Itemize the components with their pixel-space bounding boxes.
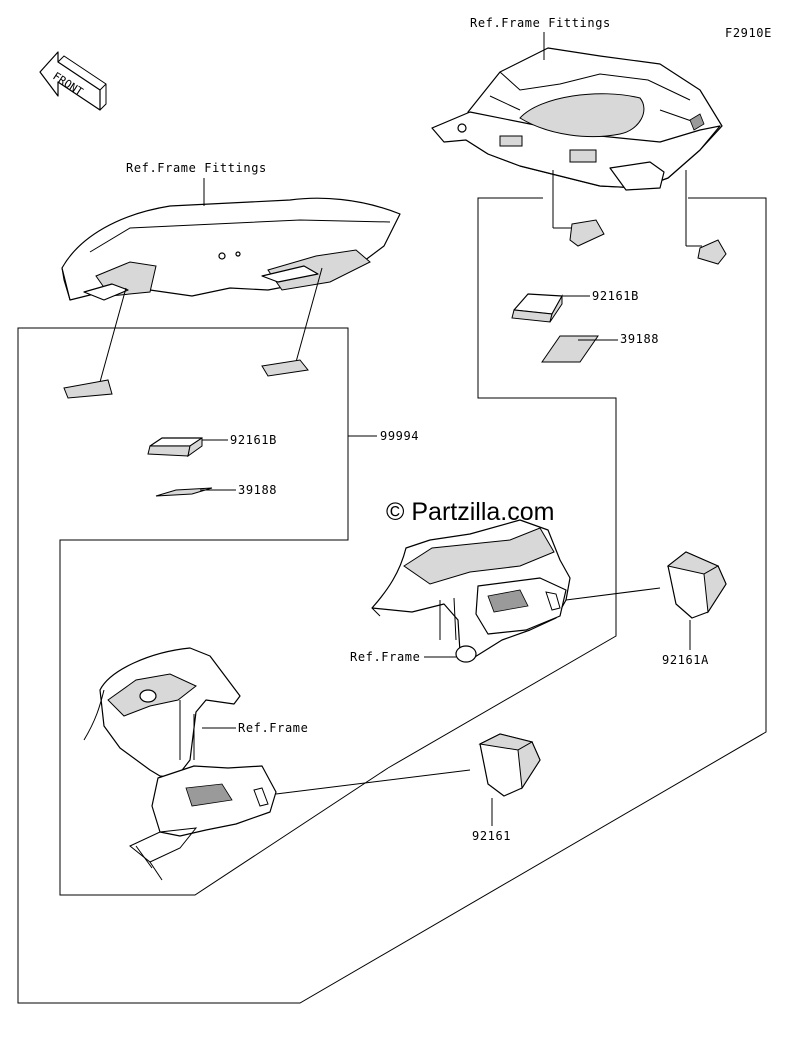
watermark-text: © Partzilla.com	[386, 498, 554, 526]
pad-top-1	[569, 219, 605, 247]
part-92161b-left	[147, 437, 203, 458]
callout-ref-frame-right: Ref.Frame	[350, 650, 420, 664]
callout-99994: 99994	[380, 429, 419, 443]
leader-92161-install	[275, 769, 471, 795]
leader-92161a-install	[565, 587, 661, 601]
rear-cover-fittings-left	[61, 197, 401, 301]
front-direction-arrow-icon: FRONT	[39, 51, 107, 111]
pad-top-2	[697, 239, 727, 265]
callout-39188-right: 39188	[620, 332, 659, 346]
diagram-code: F2910E	[725, 26, 772, 40]
callout-92161b-left: 92161B	[230, 433, 277, 447]
callout-ref-frame-fittings-top: Ref.Frame Fittings	[470, 16, 611, 30]
part-92161b-right	[511, 293, 563, 323]
leader-pad-left-2	[295, 267, 323, 363]
part-92161	[478, 733, 541, 797]
kit-group-bracket-outer	[17, 197, 767, 1004]
callout-ref-frame-lower: Ref.Frame	[238, 721, 308, 735]
rear-cover-fittings-top	[431, 47, 723, 191]
part-92161a	[666, 551, 727, 619]
part-39188-left	[155, 487, 213, 497]
part-39188-right	[541, 335, 599, 363]
callout-39188-left: 39188	[238, 483, 277, 497]
leader-pad-left-1	[99, 287, 127, 383]
callout-92161: 92161	[472, 829, 511, 843]
callout-92161b-right: 92161B	[592, 289, 639, 303]
frame-detail-right	[371, 519, 571, 663]
frame-detail-lower	[83, 647, 277, 881]
callout-ref-frame-fittings-left: Ref.Frame Fittings	[126, 161, 267, 175]
pad-left-1	[63, 379, 113, 399]
callout-92161a: 92161A	[662, 653, 709, 667]
pad-left-2	[261, 359, 309, 377]
